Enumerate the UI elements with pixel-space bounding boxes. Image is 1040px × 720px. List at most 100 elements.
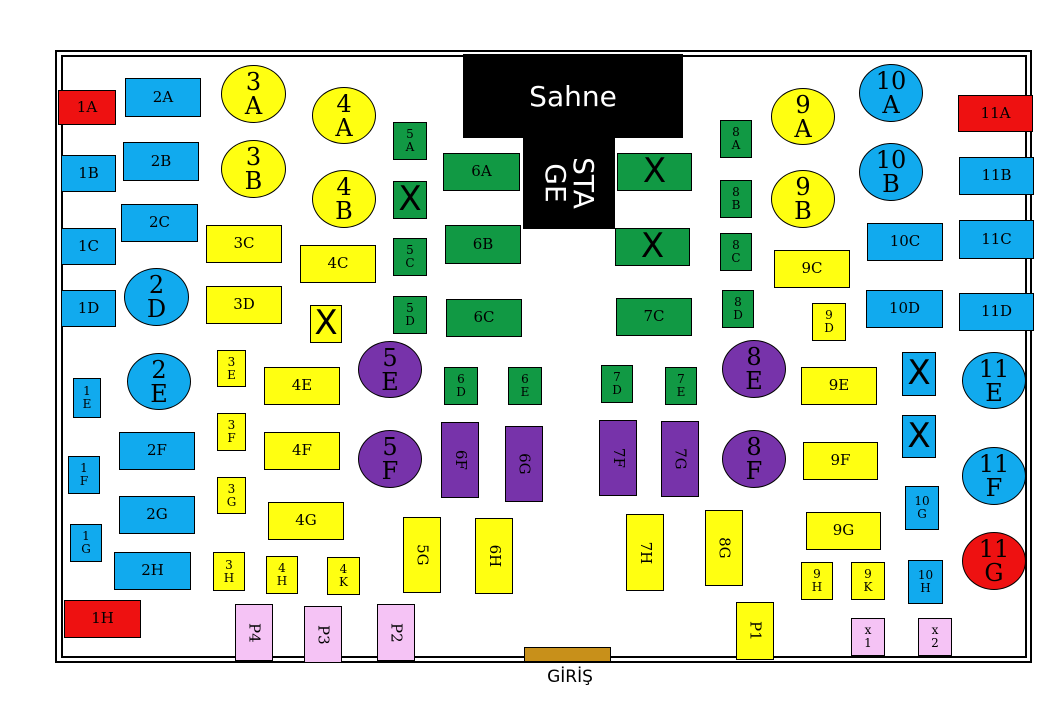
table-6c[interactable]: 6C: [446, 299, 522, 337]
table-7e[interactable]: 7 E: [665, 367, 697, 405]
table-6e[interactable]: 6 E: [508, 367, 542, 405]
table-7f[interactable]: 7F: [599, 420, 637, 496]
table-4k[interactable]: 4 K: [327, 557, 360, 595]
table-x1[interactable]: x 1: [851, 618, 885, 656]
table-4e[interactable]: 4E: [264, 367, 340, 405]
table-6a[interactable]: 6A: [443, 153, 520, 191]
unavailable-table-marker: X: [902, 352, 936, 396]
table-11g[interactable]: 11 G: [962, 532, 1026, 590]
table-p1[interactable]: P1: [736, 602, 774, 660]
table-3d[interactable]: 3D: [206, 286, 282, 324]
table-label: 3 E: [227, 354, 236, 382]
table-7h[interactable]: 7H: [626, 514, 664, 591]
table-1f[interactable]: 1 F: [68, 456, 100, 494]
table-4h[interactable]: 4 H: [266, 556, 298, 594]
table-label: 6A: [471, 162, 492, 181]
table-5d[interactable]: 5 D: [393, 296, 427, 334]
table-5c[interactable]: 5 C: [393, 238, 427, 276]
table-2c[interactable]: 2C: [121, 204, 198, 242]
table-4g[interactable]: 4G: [268, 502, 344, 540]
table-10b[interactable]: 10 B: [859, 143, 923, 201]
table-label: 3D: [233, 295, 255, 314]
table-label: 7C: [643, 307, 665, 326]
table-4c[interactable]: 4C: [300, 245, 376, 283]
table-p2[interactable]: P2: [377, 604, 415, 661]
table-6h[interactable]: 6H: [475, 518, 513, 594]
table-8c[interactable]: 8 C: [720, 233, 752, 271]
table-9h[interactable]: 9 H: [801, 562, 833, 600]
table-5f[interactable]: 5 F: [358, 430, 422, 488]
table-9b[interactable]: 9 B: [771, 170, 835, 228]
unavailable-table-marker: X: [393, 181, 427, 219]
table-1e[interactable]: 1 E: [73, 378, 101, 418]
table-10c[interactable]: 10C: [867, 223, 943, 261]
table-8a[interactable]: 8 A: [720, 120, 752, 158]
table-10h[interactable]: 10 H: [908, 560, 943, 604]
table-5g[interactable]: 5G: [403, 517, 441, 593]
table-3b[interactable]: 3 B: [221, 140, 286, 198]
table-label: 2 E: [150, 355, 168, 408]
table-10a[interactable]: 10 A: [859, 64, 923, 122]
table-1d[interactable]: 1D: [61, 290, 116, 327]
table-8b[interactable]: 8 B: [720, 180, 752, 218]
table-2d[interactable]: 2 D: [124, 268, 189, 326]
table-2h[interactable]: 2H: [114, 552, 191, 590]
table-2b[interactable]: 2B: [123, 142, 199, 181]
stage-label: Sahne: [529, 79, 617, 113]
table-p4[interactable]: P4: [235, 604, 273, 661]
table-7d[interactable]: 7 D: [601, 365, 633, 403]
table-9e[interactable]: 9E: [801, 367, 877, 405]
table-4f[interactable]: 4F: [264, 432, 340, 470]
table-2a[interactable]: 2A: [125, 78, 201, 117]
table-11a[interactable]: 11A: [958, 95, 1033, 132]
table-6d[interactable]: 6 D: [444, 367, 478, 405]
table-10d[interactable]: 10D: [866, 290, 943, 328]
table-1b[interactable]: 1B: [61, 155, 116, 192]
table-9g[interactable]: 9G: [806, 512, 881, 550]
table-1g[interactable]: 1 G: [70, 524, 102, 562]
table-3f[interactable]: 3 F: [217, 413, 246, 451]
table-8d[interactable]: 8 D: [722, 290, 754, 328]
table-8e[interactable]: 8 E: [722, 340, 786, 398]
table-p3[interactable]: P3: [304, 606, 342, 663]
table-7g[interactable]: 7G: [661, 421, 699, 497]
table-11c[interactable]: 11C: [959, 220, 1034, 259]
table-8f[interactable]: 8 F: [722, 430, 786, 488]
table-11f[interactable]: 11 F: [962, 447, 1026, 505]
table-9c[interactable]: 9C: [774, 250, 850, 288]
table-1h[interactable]: 1H: [64, 600, 141, 638]
table-3e[interactable]: 3 E: [217, 350, 246, 387]
table-11b[interactable]: 11B: [959, 157, 1034, 195]
table-1c[interactable]: 1C: [61, 228, 116, 265]
table-label: 2H: [141, 561, 164, 580]
table-8g[interactable]: 8G: [705, 510, 743, 586]
table-3c[interactable]: 3C: [206, 225, 282, 263]
table-3h[interactable]: 3 H: [213, 552, 245, 591]
table-11e[interactable]: 11 E: [962, 352, 1026, 409]
table-10g[interactable]: 10 G: [905, 486, 939, 530]
table-2e[interactable]: 2 E: [127, 353, 191, 410]
table-label: 4E: [291, 376, 313, 395]
table-1a[interactable]: 1A: [58, 90, 116, 125]
table-6b[interactable]: 6B: [445, 225, 521, 264]
table-label: 9 H: [811, 567, 823, 594]
table-4a[interactable]: 4 A: [312, 87, 376, 144]
table-9a[interactable]: 9 A: [771, 88, 835, 145]
table-6g[interactable]: 6G: [505, 426, 543, 502]
table-11d[interactable]: 11D: [959, 293, 1034, 331]
table-7c[interactable]: 7C: [616, 298, 692, 336]
table-6f[interactable]: 6F: [441, 422, 479, 498]
table-4b[interactable]: 4 B: [312, 170, 376, 228]
table-label: 2A: [152, 87, 174, 106]
table-3g[interactable]: 3 G: [217, 477, 246, 514]
table-5a[interactable]: 5 A: [393, 122, 427, 160]
table-9d[interactable]: 9 D: [812, 303, 846, 341]
table-5e[interactable]: 5 E: [358, 341, 422, 398]
table-9f[interactable]: 9F: [803, 442, 878, 480]
table-9k[interactable]: 9 K: [851, 562, 885, 600]
table-x2[interactable]: x 2: [918, 618, 952, 656]
table-2f[interactable]: 2F: [119, 432, 195, 470]
table-2g[interactable]: 2G: [119, 496, 195, 534]
table-label: 9 B: [794, 173, 812, 225]
table-3a[interactable]: 3 A: [221, 65, 286, 123]
